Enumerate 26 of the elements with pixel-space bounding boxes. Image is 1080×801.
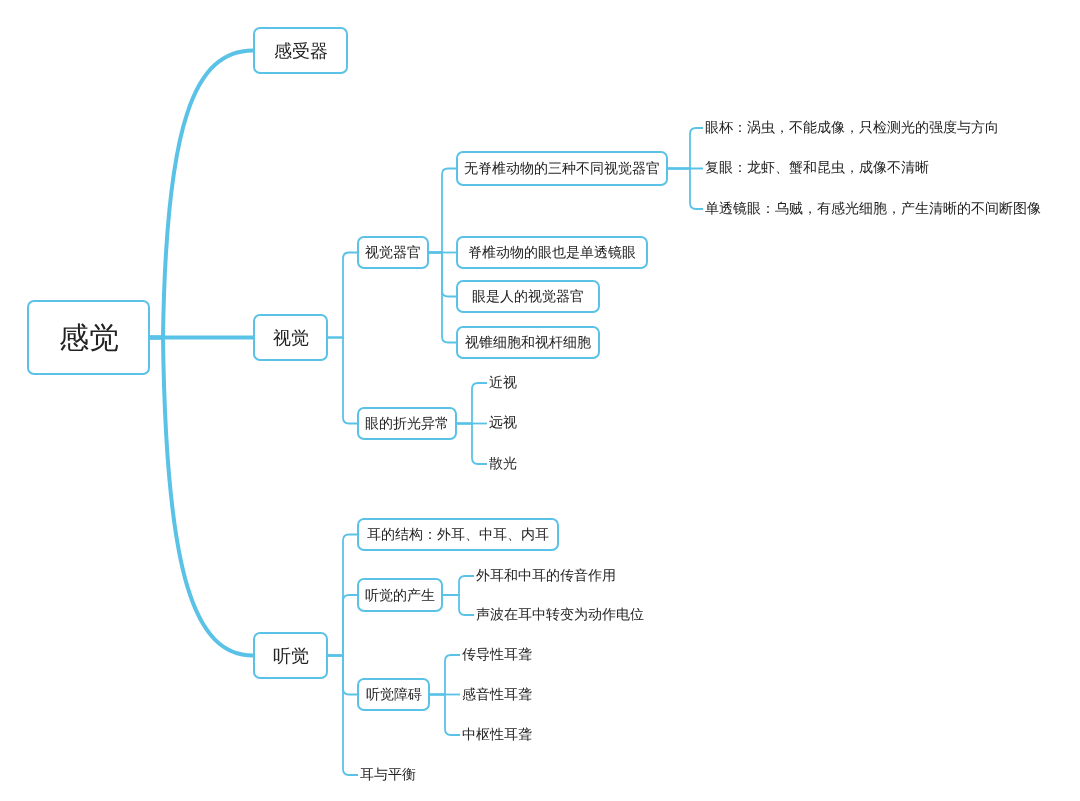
topic-box: 听觉	[253, 632, 328, 679]
topic-text: 感音性耳聋	[460, 685, 534, 705]
topic-text: 散光	[487, 454, 519, 474]
topic-box: 听觉障碍	[357, 678, 430, 711]
topic-box: 听觉的产生	[357, 578, 443, 612]
topic-box: 视觉	[253, 314, 328, 361]
topic-box: 脊椎动物的眼也是单透镜眼	[456, 236, 648, 269]
topic-text: 中枢性耳聋	[460, 725, 534, 745]
topic-box: 感受器	[253, 27, 348, 74]
topic-text: 单透镜眼：乌贼，有感光细胞，产生清晰的不间断图像	[703, 199, 1043, 219]
topic-text: 眼杯：涡虫，不能成像，只检测光的强度与方向	[703, 118, 1001, 138]
topic-text: 声波在耳中转变为动作电位	[474, 605, 646, 625]
topic-box: 视觉器官	[357, 236, 429, 269]
topic-text: 耳与平衡	[358, 765, 418, 785]
topic-text: 复眼：龙虾、蟹和昆虫，成像不清晰	[703, 158, 931, 178]
topic-box: 耳的结构：外耳、中耳、内耳	[357, 518, 559, 551]
topic-text: 传导性耳聋	[460, 645, 534, 665]
topic-box: 眼是人的视觉器官	[456, 280, 600, 313]
topic-box: 无脊椎动物的三种不同视觉器官	[456, 151, 668, 186]
topic-text: 外耳和中耳的传音作用	[474, 566, 618, 586]
central-topic-box: 感觉	[27, 300, 150, 375]
topic-text: 远视	[487, 413, 519, 433]
topic-text: 近视	[487, 373, 519, 393]
topic-box: 眼的折光异常	[357, 407, 457, 440]
branch-line	[150, 335, 254, 658]
topic-box: 视锥细胞和视杆细胞	[456, 326, 600, 359]
